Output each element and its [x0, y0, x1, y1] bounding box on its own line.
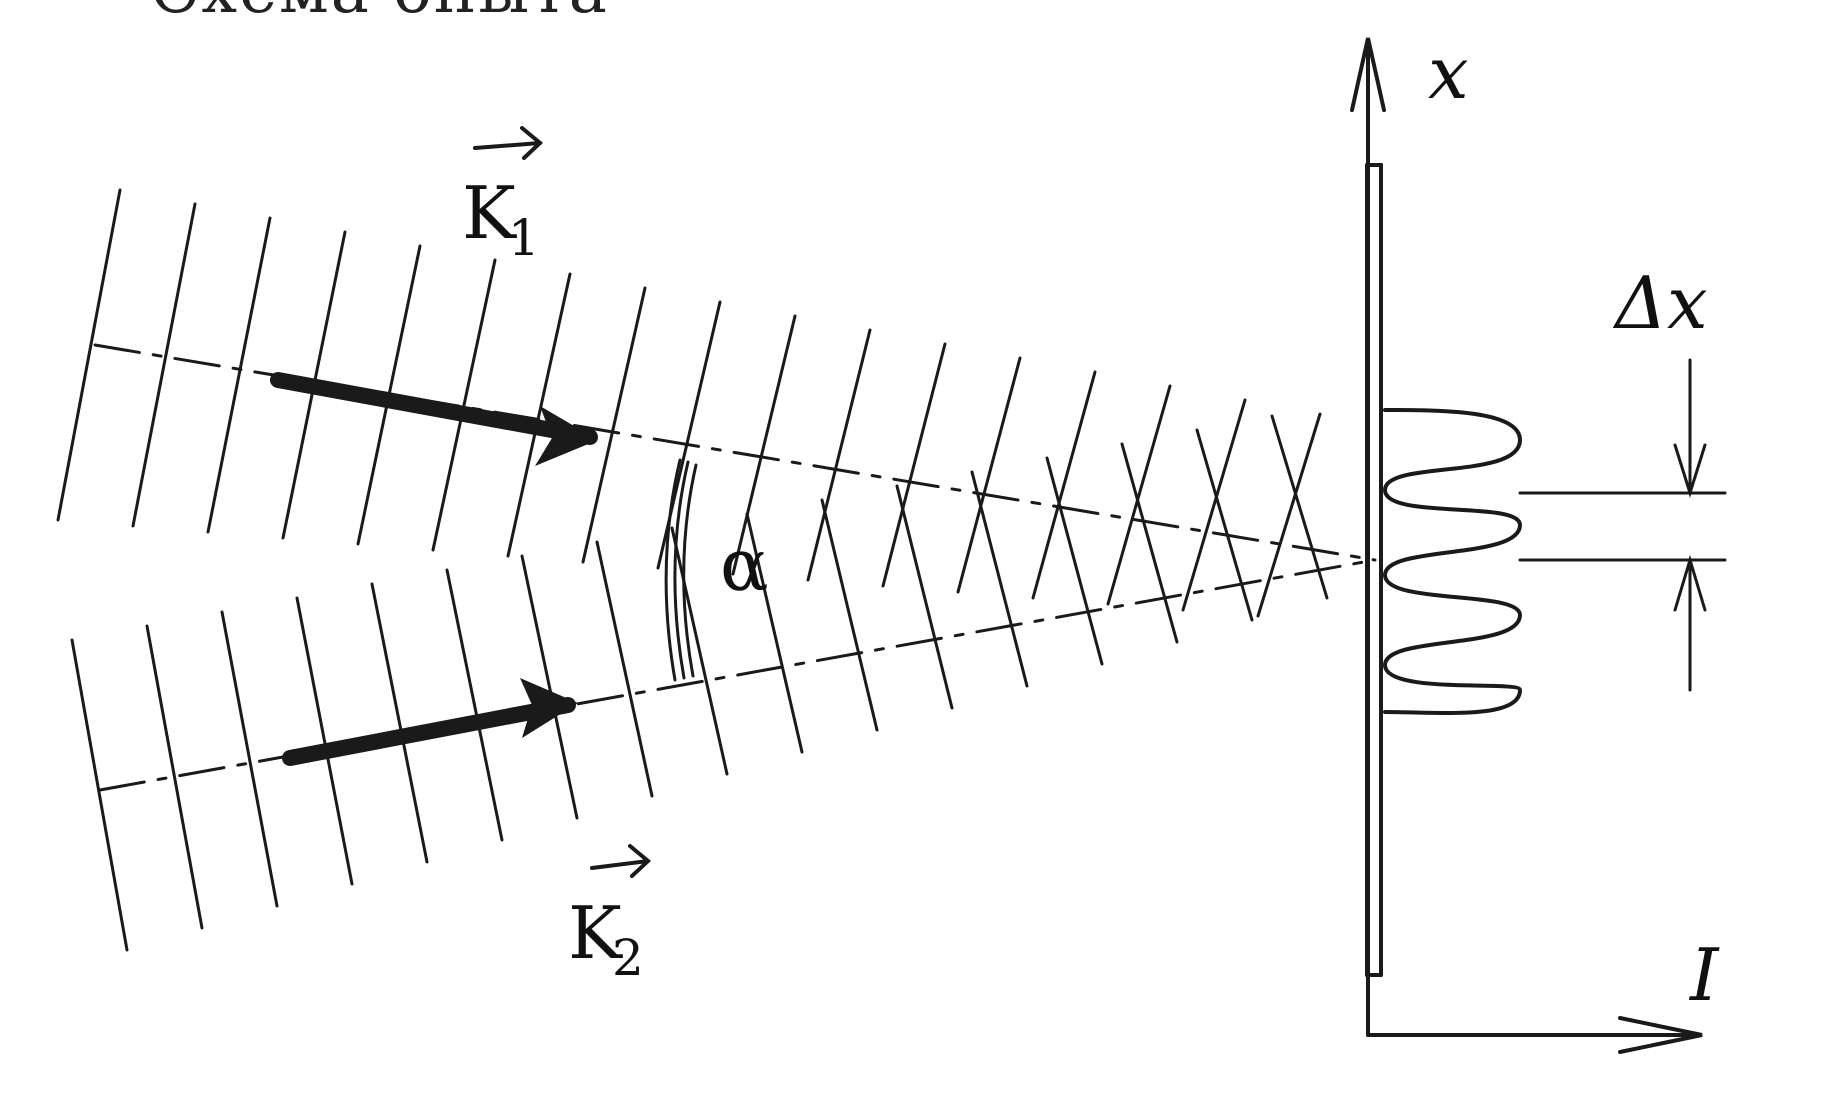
wavefront-2	[220, 610, 279, 908]
intensity-curve	[1382, 408, 1523, 715]
wavefront-1	[806, 328, 872, 582]
fringe-spacing-marker	[1518, 358, 1727, 692]
k2-arrow	[282, 678, 578, 766]
header-text: Схема опыта	[150, 0, 609, 28]
wavefront-1	[1031, 370, 1097, 600]
beam-1-axis	[93, 343, 1377, 562]
wavefront-1	[881, 342, 947, 588]
wavefront-1	[56, 188, 122, 522]
wavefront-1	[956, 356, 1022, 594]
wavefront-2	[670, 526, 729, 776]
wavefront-1	[1106, 384, 1172, 606]
alpha-label: α	[720, 523, 769, 607]
wavefront-2	[1195, 428, 1254, 622]
wavefront-1	[1181, 398, 1247, 612]
k2-label: K	[568, 891, 623, 975]
wavefront-2	[970, 470, 1029, 688]
wavefront-2	[370, 582, 429, 864]
wavefront-2	[895, 484, 954, 710]
wavefront-2	[1120, 442, 1179, 644]
wavefront-1	[581, 286, 647, 564]
wavefront-2	[820, 498, 879, 732]
k1-arrow	[270, 372, 598, 466]
wavefront-1	[731, 314, 797, 576]
wavefront-2	[145, 624, 204, 930]
wavefront-2	[1045, 456, 1104, 666]
wavefront-2	[745, 512, 804, 754]
k1-vector-mark	[473, 126, 544, 160]
wavefront-1	[431, 258, 497, 552]
x-axis	[1350, 37, 1386, 1037]
wavefront-1	[131, 202, 197, 528]
wavefronts-beam-1	[56, 188, 1322, 618]
intensity-axis	[1366, 1016, 1703, 1054]
wavefront-2	[1270, 414, 1329, 600]
angle-arcs	[664, 458, 698, 682]
intensity-axis-label: I	[1688, 933, 1720, 1017]
x-axis-label: x	[1428, 31, 1469, 115]
wavefront-1	[206, 216, 272, 534]
wavefront-2	[520, 554, 579, 820]
k2-vector-mark	[590, 844, 652, 878]
wavefront-2	[445, 568, 504, 842]
beam-2-axis	[98, 558, 1377, 792]
k1-label: K	[462, 171, 517, 255]
wavefront-1	[506, 272, 572, 558]
wavefront-2	[70, 638, 129, 952]
wavefront-1	[1256, 412, 1322, 618]
k1-subscript: 1	[508, 209, 540, 267]
wavefront-2	[595, 540, 654, 798]
wavefront-2	[295, 596, 354, 886]
k2-subscript: 2	[612, 929, 644, 987]
delta-x-label: Δx	[1612, 261, 1708, 345]
wavefronts-beam-2	[70, 414, 1329, 952]
